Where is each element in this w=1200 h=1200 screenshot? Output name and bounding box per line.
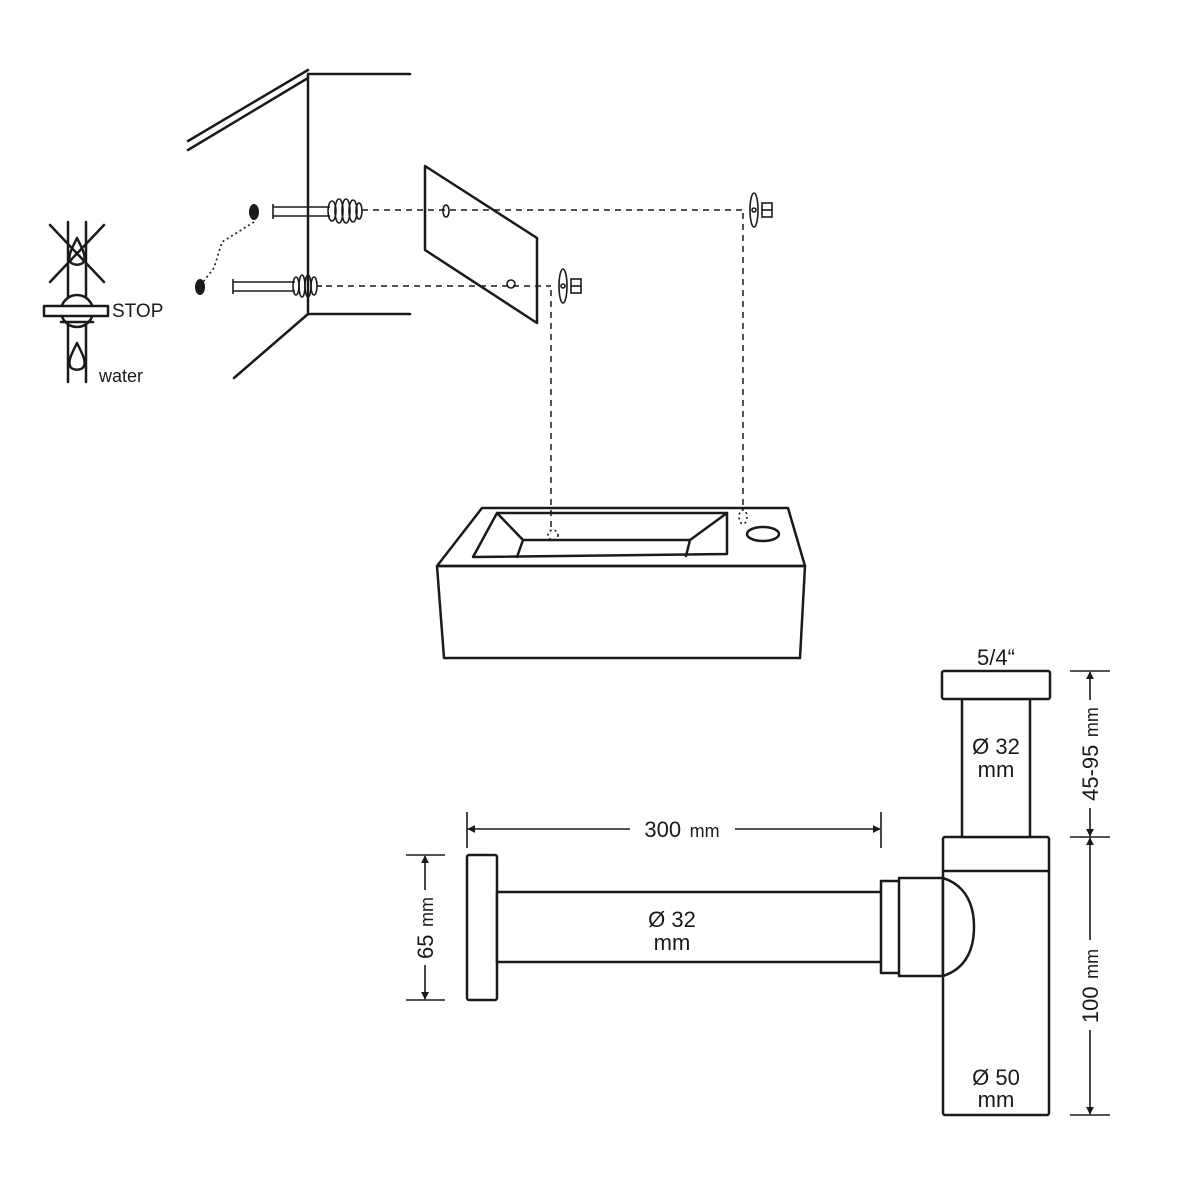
- body-dim-unit: mm: [1082, 949, 1102, 979]
- svg-text:100 mm: 100 mm: [1078, 949, 1103, 1023]
- body-dimension: 100 mm: [1070, 837, 1110, 1116]
- washer-nut-lower: [558, 268, 582, 304]
- upper-range-dimension: 45-95 mm: [1070, 670, 1110, 838]
- length-dimension: 300 mm: [466, 812, 882, 848]
- length-unit: mm: [690, 821, 720, 841]
- wall-corner: [186, 68, 412, 380]
- body-diameter: Ø 50: [972, 1065, 1020, 1090]
- body-value: 100: [1078, 986, 1103, 1023]
- washer-nut-upper: [749, 192, 773, 228]
- water-label: water: [98, 366, 143, 386]
- horizontal-pipe-diameter: Ø 32: [648, 907, 696, 932]
- wall-anchor-lower: [232, 274, 322, 298]
- wall-anchor-upper: [272, 198, 363, 224]
- water-stop-icon: [42, 220, 110, 384]
- flange-dimension: 65 mm: [406, 854, 445, 1001]
- upper-pipe-unit: mm: [978, 757, 1015, 782]
- svg-text:65 mm: 65 mm: [413, 897, 438, 959]
- flange-value: 65: [413, 934, 438, 958]
- connector-size-label: 5/4“: [977, 645, 1015, 670]
- length-value: 300: [644, 817, 681, 842]
- upper-range-value: 45-95: [1078, 745, 1103, 801]
- flange-unit: mm: [417, 897, 437, 927]
- drill-holes: [195, 204, 259, 295]
- alignment-lines: [326, 209, 744, 528]
- upper-range-unit: mm: [1082, 707, 1102, 737]
- horizontal-pipe-unit: mm: [654, 930, 691, 955]
- svg-text:45-95 mm: 45-95 mm: [1078, 707, 1103, 801]
- body-unit: mm: [978, 1087, 1015, 1112]
- stop-label: STOP: [112, 301, 163, 322]
- bottle-siphon: [465, 669, 1052, 1117]
- washbasin: [435, 506, 807, 660]
- svg-text:300 mm: 300 mm: [644, 817, 719, 842]
- upper-pipe-diameter: Ø 32: [972, 734, 1020, 759]
- mounting-plate: [423, 164, 539, 325]
